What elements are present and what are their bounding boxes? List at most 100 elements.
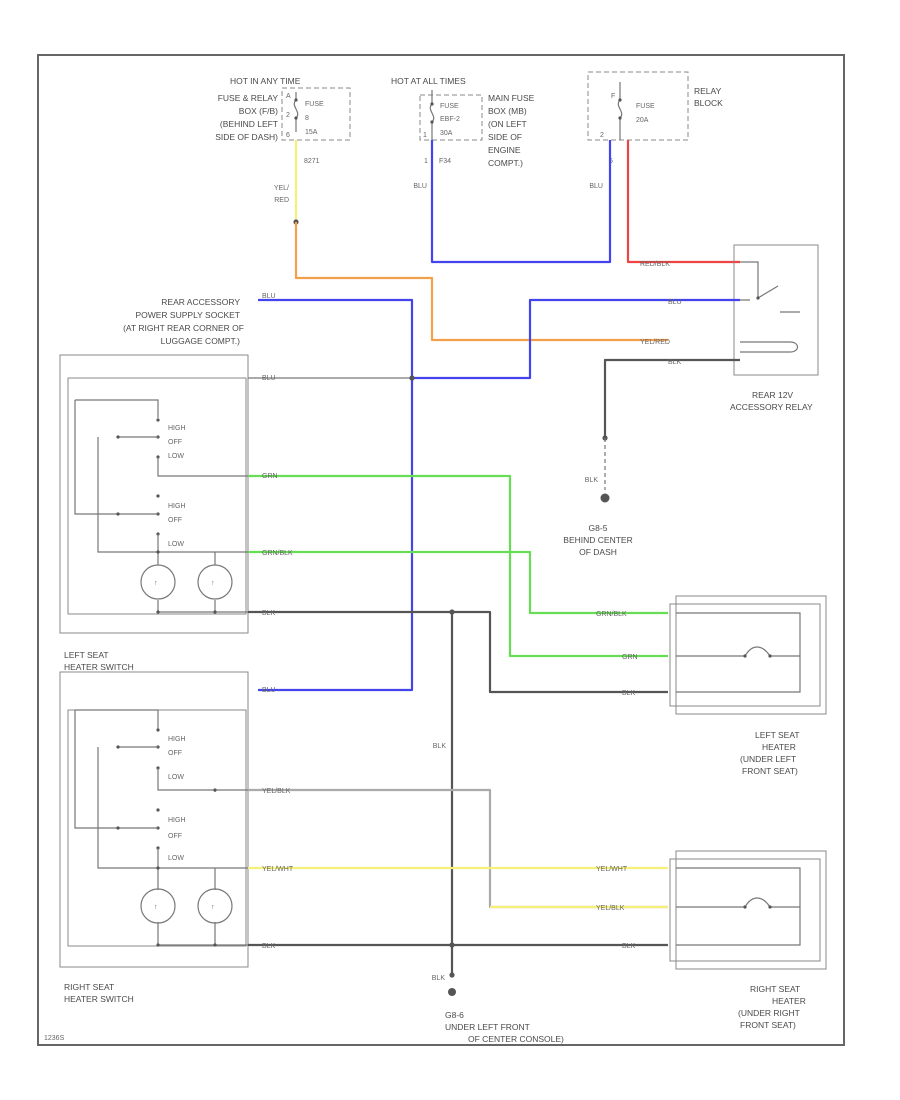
left-heater-label-4: FRONT SEAT) bbox=[742, 766, 798, 776]
wire-blu-socket-top bbox=[258, 298, 414, 692]
right-heater-label-4: FRONT SEAT) bbox=[740, 1020, 796, 1030]
wire-blk-bus-top bbox=[248, 610, 668, 694]
fuse2-name: FUSE bbox=[440, 103, 459, 110]
wire-label-yel-red-relay: YEL/RED bbox=[640, 339, 670, 346]
fuse1-pin-bot: 6 bbox=[286, 132, 290, 139]
wire-label-blk-left-bottom: BLK bbox=[262, 943, 276, 950]
relay-block-fuse: F FUSE 20A 2 RELAY BLOCK 5 BLU bbox=[587, 71, 723, 190]
wire-grn bbox=[248, 474, 668, 658]
wire-label-blk-ground1: BLK bbox=[585, 477, 599, 484]
wire-label-yel-wht-left: YEL/WHT bbox=[262, 866, 294, 873]
wire-yel-blk bbox=[248, 788, 668, 909]
fuse1-wire-label-1: YEL/ bbox=[274, 185, 289, 192]
fuse-box-1: HOT IN ANY TIME A FUSE 8 15A 2 6 FUSE & … bbox=[215, 76, 351, 204]
rsw-pos1-low: LOW bbox=[168, 774, 184, 781]
rear-socket-label-3: (AT RIGHT REAR CORNER OF bbox=[123, 323, 244, 333]
rsw-pos1-off: OFF bbox=[168, 750, 182, 757]
wire-label-blu-socket-top: BLU bbox=[262, 293, 276, 300]
lsw-pos2-high: HIGH bbox=[168, 503, 186, 510]
fuse2-num: EBF-2 bbox=[440, 116, 460, 123]
fuse3-name: FUSE bbox=[636, 103, 655, 110]
fuse1-name: FUSE bbox=[305, 101, 324, 108]
fuse1-box-line-2: BOX (F/B) bbox=[239, 106, 278, 116]
fuse1-symbol bbox=[293, 92, 299, 132]
relay-label-1: REAR 12V bbox=[752, 390, 793, 400]
right-heater-label-1: RIGHT SEAT bbox=[750, 984, 800, 994]
wire-blu-relay bbox=[412, 298, 740, 380]
right-heater-label-2: HEATER bbox=[772, 996, 806, 1006]
diagram-frame bbox=[37, 54, 845, 1046]
lsw-pos2-low: LOW bbox=[168, 541, 184, 548]
left-switch-label-2: HEATER SWITCH bbox=[64, 662, 134, 672]
diagram-id: 1236S bbox=[44, 1035, 65, 1042]
left-heater-label-3: (UNDER LEFT bbox=[740, 754, 796, 764]
fuse2-box-line-2: BOX (MB) bbox=[488, 106, 527, 116]
rsw-pos1-high: HIGH bbox=[168, 736, 186, 743]
fuse1-wire-label-2: RED bbox=[274, 197, 289, 204]
wire-label-grn-right: GRN bbox=[622, 654, 638, 661]
ground-g1-symbol bbox=[600, 493, 610, 503]
wire-label-blk-ground2: BLK bbox=[432, 975, 446, 982]
fuse2-pin-bot: 1 bbox=[423, 132, 427, 139]
left-seat-heater: LEFT SEAT HEATER (UNDER LEFT FRONT SEAT) bbox=[669, 595, 827, 776]
fuse2-hot-label: HOT AT ALL TIMES bbox=[391, 76, 466, 86]
fuse2-symbol bbox=[429, 90, 435, 140]
lsw-pos1-high: HIGH bbox=[168, 425, 186, 432]
wire-label-blk-right-top: BLK bbox=[622, 690, 636, 697]
left-seat-heater-switch: BLU HIGH OFF LOW HIGH OFF LOW ↑ ↑ LEFT S… bbox=[59, 354, 415, 672]
svg-text:↑: ↑ bbox=[154, 580, 158, 587]
fuse1-hot-label: HOT IN ANY TIME bbox=[230, 76, 301, 86]
left-heater-label-2: HEATER bbox=[762, 742, 796, 752]
fuse2-box-line-4: SIDE OF bbox=[488, 132, 522, 142]
wire-label-yel-blk-left: YEL/BLK bbox=[262, 788, 291, 795]
fuse1-pin-mid: 2 bbox=[286, 112, 290, 119]
wire-label-grn-blk-right: GRN/BLK bbox=[596, 611, 627, 618]
rear-socket-label-2: POWER SUPPLY SOCKET bbox=[135, 310, 240, 320]
fuse2-box-line-3: (ON LEFT bbox=[488, 119, 527, 129]
wire-label-yel-blk-right: YEL/BLK bbox=[596, 905, 625, 912]
wire-label-grn-blk-left: GRN/BLK bbox=[262, 550, 293, 557]
ground-g1-label-1: G8-5 bbox=[589, 523, 608, 533]
ground-g2-label-3: OF CENTER CONSOLE) bbox=[468, 1034, 564, 1044]
rear-socket-label-1: REAR ACCESSORY bbox=[161, 297, 240, 307]
fuse3-pin-top: F bbox=[611, 93, 615, 100]
ground-g1-label-2: BEHIND CENTER bbox=[563, 535, 632, 545]
left-heater-label-1: LEFT SEAT bbox=[755, 730, 800, 740]
rsw-pos2-off: OFF bbox=[168, 833, 182, 840]
fuse1-circuit: 8271 bbox=[304, 158, 320, 165]
wire-blu-fuse2 bbox=[430, 140, 612, 264]
fuse2-pin-conn: 1 bbox=[424, 158, 428, 165]
rsw-pos2-low: LOW bbox=[168, 855, 184, 862]
lsw-pos2-off: OFF bbox=[168, 517, 182, 524]
fuse2-wire-label: BLU bbox=[413, 183, 427, 190]
svg-text:↑: ↑ bbox=[154, 904, 158, 911]
wire-blk-relay-ground bbox=[603, 358, 740, 438]
fuse3-symbol bbox=[617, 82, 623, 140]
fuse3-pin-mid: 2 bbox=[600, 132, 604, 139]
ground-g2-symbol bbox=[448, 988, 456, 996]
lsw-wire-label-blu: BLU bbox=[262, 375, 276, 382]
rear-accessory-relay: REAR 12V ACCESSORY RELAY bbox=[730, 244, 819, 412]
wire-label-blk-vertical: BLK bbox=[433, 743, 447, 750]
relay-label-2: ACCESSORY RELAY bbox=[730, 402, 813, 412]
wire-label-blu-rsw: BLU bbox=[262, 687, 276, 694]
fuse1-amp: 15A bbox=[305, 129, 318, 136]
wire-red-fuse3 bbox=[626, 140, 740, 264]
svg-text:↑: ↑ bbox=[211, 580, 215, 587]
fuse2-box-line-5: ENGINE bbox=[488, 145, 521, 155]
wire-label-blk-left-top: BLK bbox=[262, 610, 276, 617]
fuse3-box-line-1: RELAY bbox=[694, 86, 722, 96]
fuse1-box-line-3: (BEHIND LEFT bbox=[220, 119, 278, 129]
ground-g2-label-2: UNDER LEFT FRONT bbox=[445, 1022, 530, 1032]
wire-label-blk-relay: BLK bbox=[668, 359, 682, 366]
fuse2-box-line-6: COMPT.) bbox=[488, 158, 523, 168]
fuse3-box-line-2: BLOCK bbox=[694, 98, 723, 108]
wire-label-red-blk: RED/BLK bbox=[640, 261, 670, 268]
rear-socket-label-4: LUGGAGE COMPT.) bbox=[161, 336, 241, 346]
wire-label-blk-right-bottom: BLK bbox=[622, 943, 636, 950]
svg-text:↑: ↑ bbox=[211, 904, 215, 911]
right-switch-label-1: RIGHT SEAT bbox=[64, 982, 114, 992]
wire-label-grn-left: GRN bbox=[262, 473, 278, 480]
fuse1-pin-top: A bbox=[286, 93, 291, 100]
